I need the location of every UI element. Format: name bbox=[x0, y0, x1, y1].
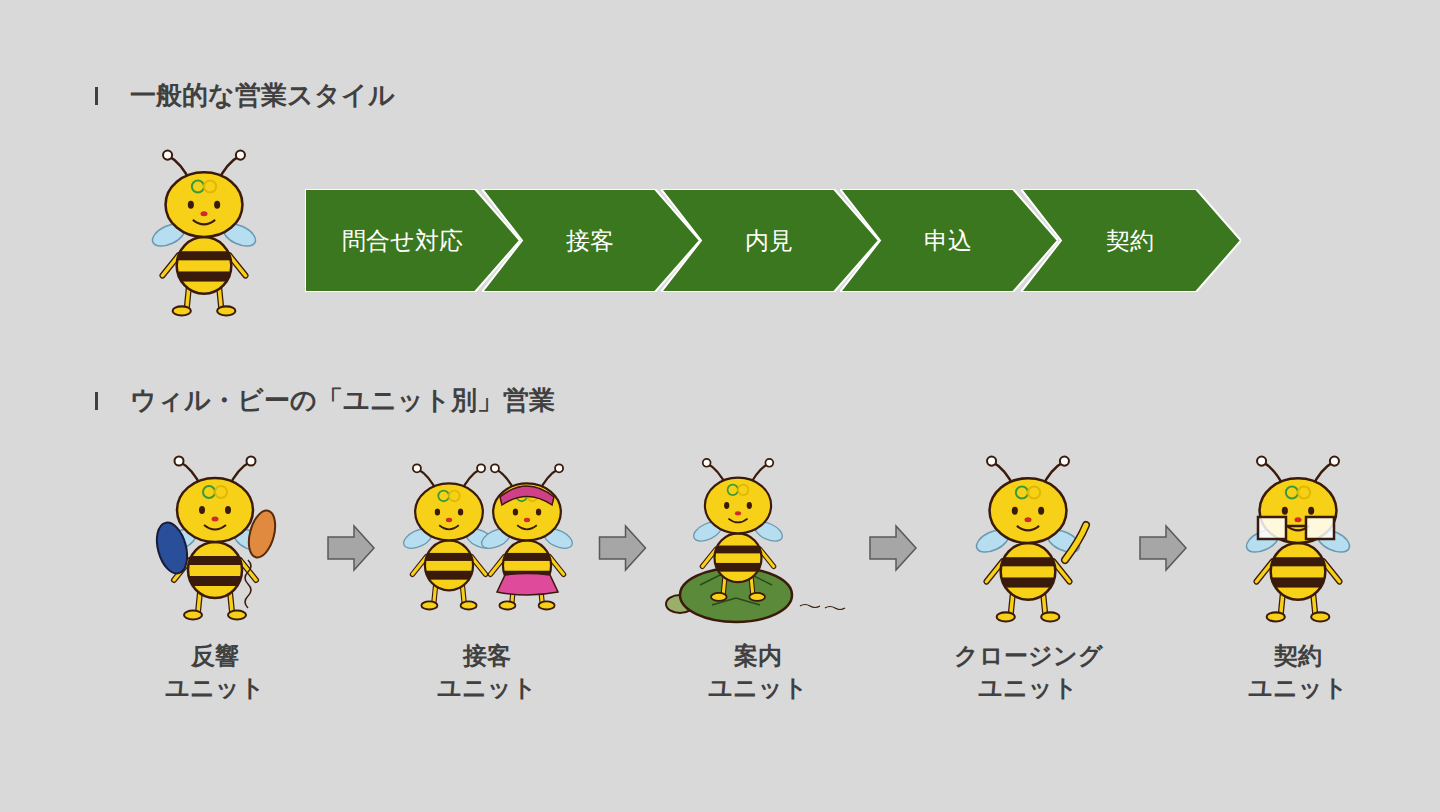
step-label: 申込 bbox=[924, 225, 972, 257]
flow-arrow bbox=[870, 526, 916, 570]
process-chevron: 接客 bbox=[482, 189, 700, 292]
unit-label: 契約 ユニット bbox=[1248, 640, 1348, 704]
section-heading: ウィル・ビーの「ユニット別」営業 bbox=[130, 383, 555, 418]
unit-label: クロージング ユニット bbox=[954, 640, 1103, 704]
unit-figure: 反響 ユニット bbox=[125, 450, 305, 706]
flow-arrow bbox=[1140, 526, 1186, 570]
step-label: 契約 bbox=[1106, 225, 1154, 257]
section-heading: 一般的な営業スタイル bbox=[130, 78, 395, 113]
step-label: 内見 bbox=[745, 225, 793, 257]
unit-figure: 接客 ユニット bbox=[397, 450, 577, 706]
unit-label: 案内 ユニット bbox=[708, 640, 808, 704]
process-chevron: 内見 bbox=[661, 189, 879, 292]
flow-arrow bbox=[328, 526, 374, 570]
unit-figure: クロージング ユニット bbox=[938, 450, 1118, 706]
unit-figure: 契約 ユニット bbox=[1208, 450, 1388, 706]
flow-arrow bbox=[600, 526, 646, 570]
process-chevron: 問合せ対応 bbox=[305, 189, 520, 292]
process-chevron: 申込 bbox=[840, 189, 1058, 292]
step-label: 問合せ対応 bbox=[342, 225, 463, 257]
unit-figure: 案内 ユニット bbox=[668, 450, 848, 706]
process-chevron: 契約 bbox=[1021, 189, 1241, 292]
unit-label: 反響 ユニット bbox=[165, 640, 265, 704]
unit-label: 接客 ユニット bbox=[437, 640, 537, 704]
step-label: 接客 bbox=[566, 225, 614, 257]
